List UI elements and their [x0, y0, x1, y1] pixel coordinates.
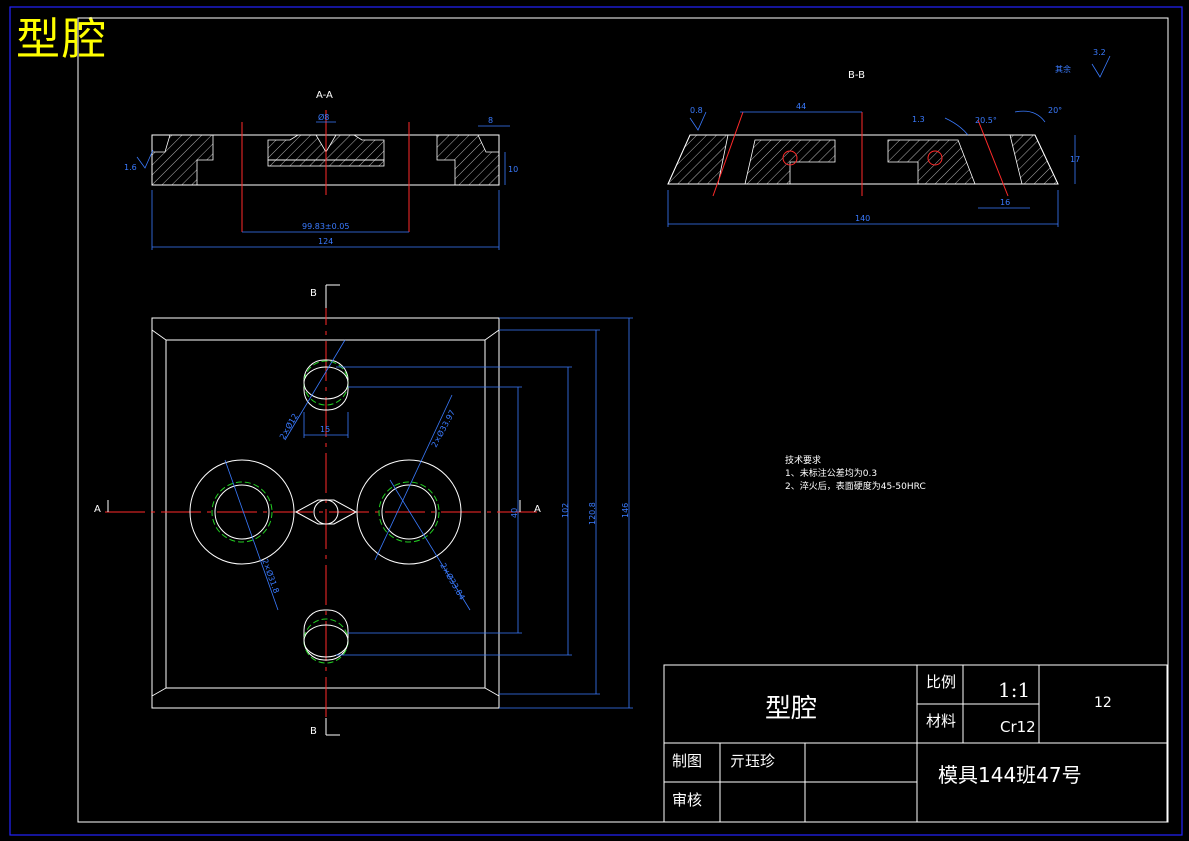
tb-material-label: 材料 [926, 712, 956, 730]
notes-heading: 技术要求 [785, 454, 821, 466]
dim-plan-r4: 2×Ø33.84 [438, 561, 467, 602]
dim-bb-small: 1.3 [912, 115, 925, 124]
marker-a-left: A [94, 504, 101, 515]
section-bb-label: B-B [848, 70, 865, 81]
drawing-title: 型腔 [16, 14, 108, 65]
plan-view: 2×Ø12 2×Ø33.97 2×Ø31.8 2×Ø33.84 15 40 10… [94, 284, 633, 737]
dim-plan-h1: 102 [561, 503, 570, 518]
tb-drawn-by: 亓珏珍 [730, 752, 775, 770]
dim-plan-r3: 2×Ø31.8 [260, 557, 282, 594]
dim-aa-hole-span: 99.83±0.05 [302, 222, 349, 231]
dim-plan-slot: 15 [320, 425, 330, 434]
dim-bb-angle2: 20° [1048, 106, 1062, 115]
inner-frame [77, 17, 1169, 823]
tb-scale-label: 比例 [926, 673, 956, 691]
dim-aa-height: 10 [508, 165, 518, 174]
section-bb-view: B-B 140 44 17 16 0.8 1.3 20.5° 20° 其余 3.… [667, 48, 1111, 227]
title-block: 型腔 比例 1:1 12 材料 Cr12 制图 亓珏珍 审核 模具144班47号 [663, 664, 1168, 823]
marker-b-bottom: B [310, 726, 317, 737]
tb-drawn-label: 制图 [672, 752, 702, 770]
notes-line-1: 1、未标注公差均为0.3 [785, 467, 877, 479]
other-rough-value: 3.2 [1093, 48, 1106, 57]
dim-aa-phi: Ø8 [318, 112, 329, 122]
section-aa-view: A-A 124 99.83±0.05 Ø8 8 10 1.6 [124, 90, 518, 250]
tb-scale-value: 1:1 [998, 678, 1030, 702]
dim-plan-h3: 146 [621, 503, 630, 518]
dim-aa-rough: 1.6 [124, 163, 137, 172]
dim-bb-width: 140 [855, 214, 870, 223]
dim-bb-angle1: 20.5° [975, 116, 997, 125]
dim-aa-width: 124 [318, 237, 333, 246]
dim-plan-r1: 2×Ø12 [277, 412, 300, 441]
tb-sheet-no: 12 [1094, 695, 1112, 711]
marker-b-top: B [310, 288, 317, 299]
notes-line-2: 2、淬火后，表面硬度为45-50HRC [785, 480, 926, 492]
dim-plan-center: 40 [510, 508, 519, 518]
dim-plan-h2: 120.8 [588, 502, 597, 525]
tb-checked-label: 审核 [672, 791, 702, 809]
dim-bb-height: 17 [1070, 155, 1080, 164]
dim-bb-rough: 0.8 [690, 106, 703, 115]
tb-material-value: Cr12 [1000, 718, 1036, 736]
marker-a-right: A [534, 504, 541, 515]
technical-notes: 技术要求 1、未标注公差均为0.3 2、淬火后，表面硬度为45-50HRC [785, 454, 926, 492]
tb-project: 模具144班47号 [938, 763, 1082, 787]
dim-bb-bottom: 16 [1000, 198, 1010, 207]
section-aa-label: A-A [316, 90, 333, 101]
outer-frame [9, 6, 1183, 836]
dim-bb-top: 44 [796, 102, 806, 111]
dim-aa-right-top: 8 [488, 116, 493, 125]
tb-part-name: 型腔 [765, 694, 817, 724]
other-rough-label: 其余 [1055, 64, 1071, 74]
